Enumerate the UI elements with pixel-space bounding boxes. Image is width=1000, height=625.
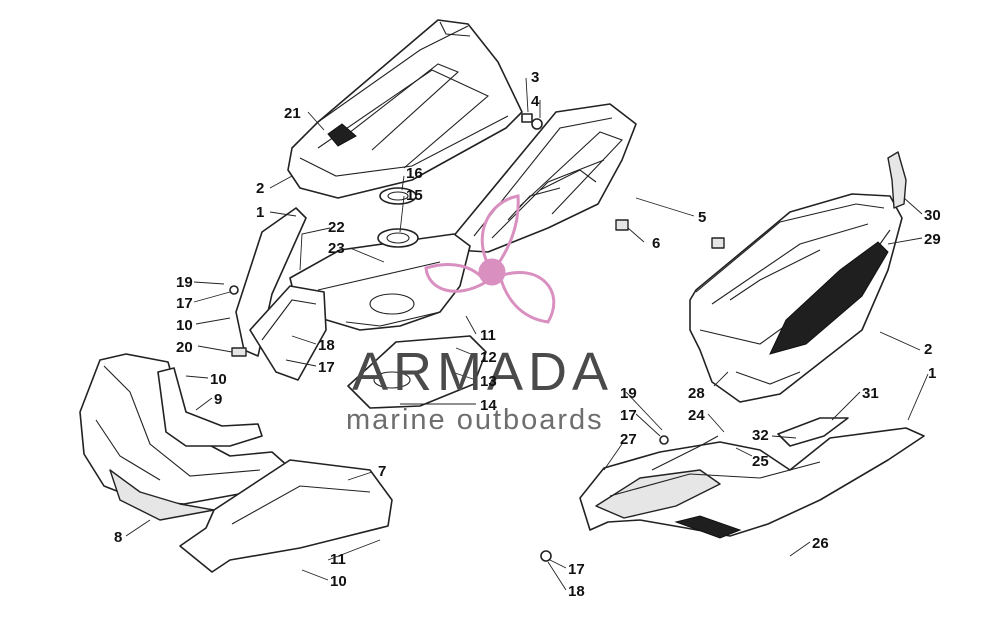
right-belly-pan-part	[579, 417, 925, 539]
leader-lines	[125, 77, 929, 591]
callout-16: 16	[406, 165, 423, 182]
callout-20: 20	[176, 339, 193, 356]
callout-23: 23	[328, 240, 345, 257]
armada-logo-icon	[424, 194, 556, 324]
callout-24: 24	[688, 407, 705, 424]
clip-20	[231, 347, 247, 357]
callout-6: 6	[652, 235, 660, 252]
callout-22: 22	[328, 219, 345, 236]
side-panel-part	[451, 103, 637, 253]
callout-4: 4	[531, 93, 540, 110]
callout-18a: 18	[318, 337, 335, 354]
callout-11b: 11	[330, 551, 346, 568]
callout-27: 27	[620, 431, 637, 448]
callout-25: 25	[752, 453, 769, 470]
watermark-tagline: marine outboards	[346, 404, 604, 436]
callout-2b: 2	[924, 341, 932, 358]
callout-14: 14	[480, 397, 497, 414]
callout-18b: 18	[568, 583, 585, 600]
callout-21: 21	[284, 105, 301, 122]
callout-9: 9	[214, 391, 222, 408]
callout-8: 8	[114, 529, 122, 546]
callout-19b: 19	[620, 385, 637, 402]
grommet-part	[377, 187, 419, 248]
washer-17d	[540, 550, 552, 562]
nut-3	[531, 118, 543, 130]
nut-6b	[711, 237, 725, 249]
washer-17a	[229, 285, 239, 295]
callout-labels: 3 4 21 16 15 2 1 22 23 5 6 30 29 19 17 1…	[114, 69, 941, 600]
lower-plate-part	[347, 335, 487, 409]
callout-7: 7	[378, 463, 386, 480]
callout-10a: 10	[176, 317, 193, 334]
right-side-panel-part	[689, 193, 903, 403]
callout-30: 30	[924, 207, 941, 224]
callout-26: 26	[812, 535, 829, 552]
callout-17b: 17	[318, 359, 335, 376]
callout-2a: 2	[256, 180, 264, 197]
callout-1b: 1	[928, 365, 936, 382]
upper-console-part	[287, 19, 523, 199]
callout-17d: 17	[568, 561, 585, 578]
cable-24	[651, 435, 719, 471]
washer-17c	[659, 435, 669, 445]
callout-10c: 10	[330, 573, 347, 590]
callout-29: 29	[924, 231, 941, 248]
callout-19a: 19	[176, 274, 193, 291]
left-trim-part	[235, 207, 327, 381]
callout-32: 32	[752, 427, 769, 444]
callout-28: 28	[688, 385, 705, 402]
nose-bracket-part	[157, 367, 263, 447]
nut-6a	[615, 219, 629, 231]
callout-17c: 17	[620, 407, 637, 424]
callout-12: 12	[480, 349, 497, 366]
callout-15: 15	[406, 187, 423, 204]
callout-1a: 1	[256, 204, 264, 221]
callout-31: 31	[862, 385, 879, 402]
callout-5: 5	[698, 209, 706, 226]
skid-plate-part	[179, 459, 393, 573]
callout-13: 13	[480, 373, 497, 390]
bracket-clip-part	[887, 151, 907, 209]
callout-10b: 10	[210, 371, 227, 388]
watermark-brand: ARMADA	[352, 342, 613, 402]
hardware-fasteners	[229, 113, 725, 562]
callout-17a: 17	[176, 295, 193, 312]
callout-3: 3	[531, 69, 539, 86]
bolt-4	[521, 113, 533, 123]
callout-11a: 11	[480, 327, 496, 344]
